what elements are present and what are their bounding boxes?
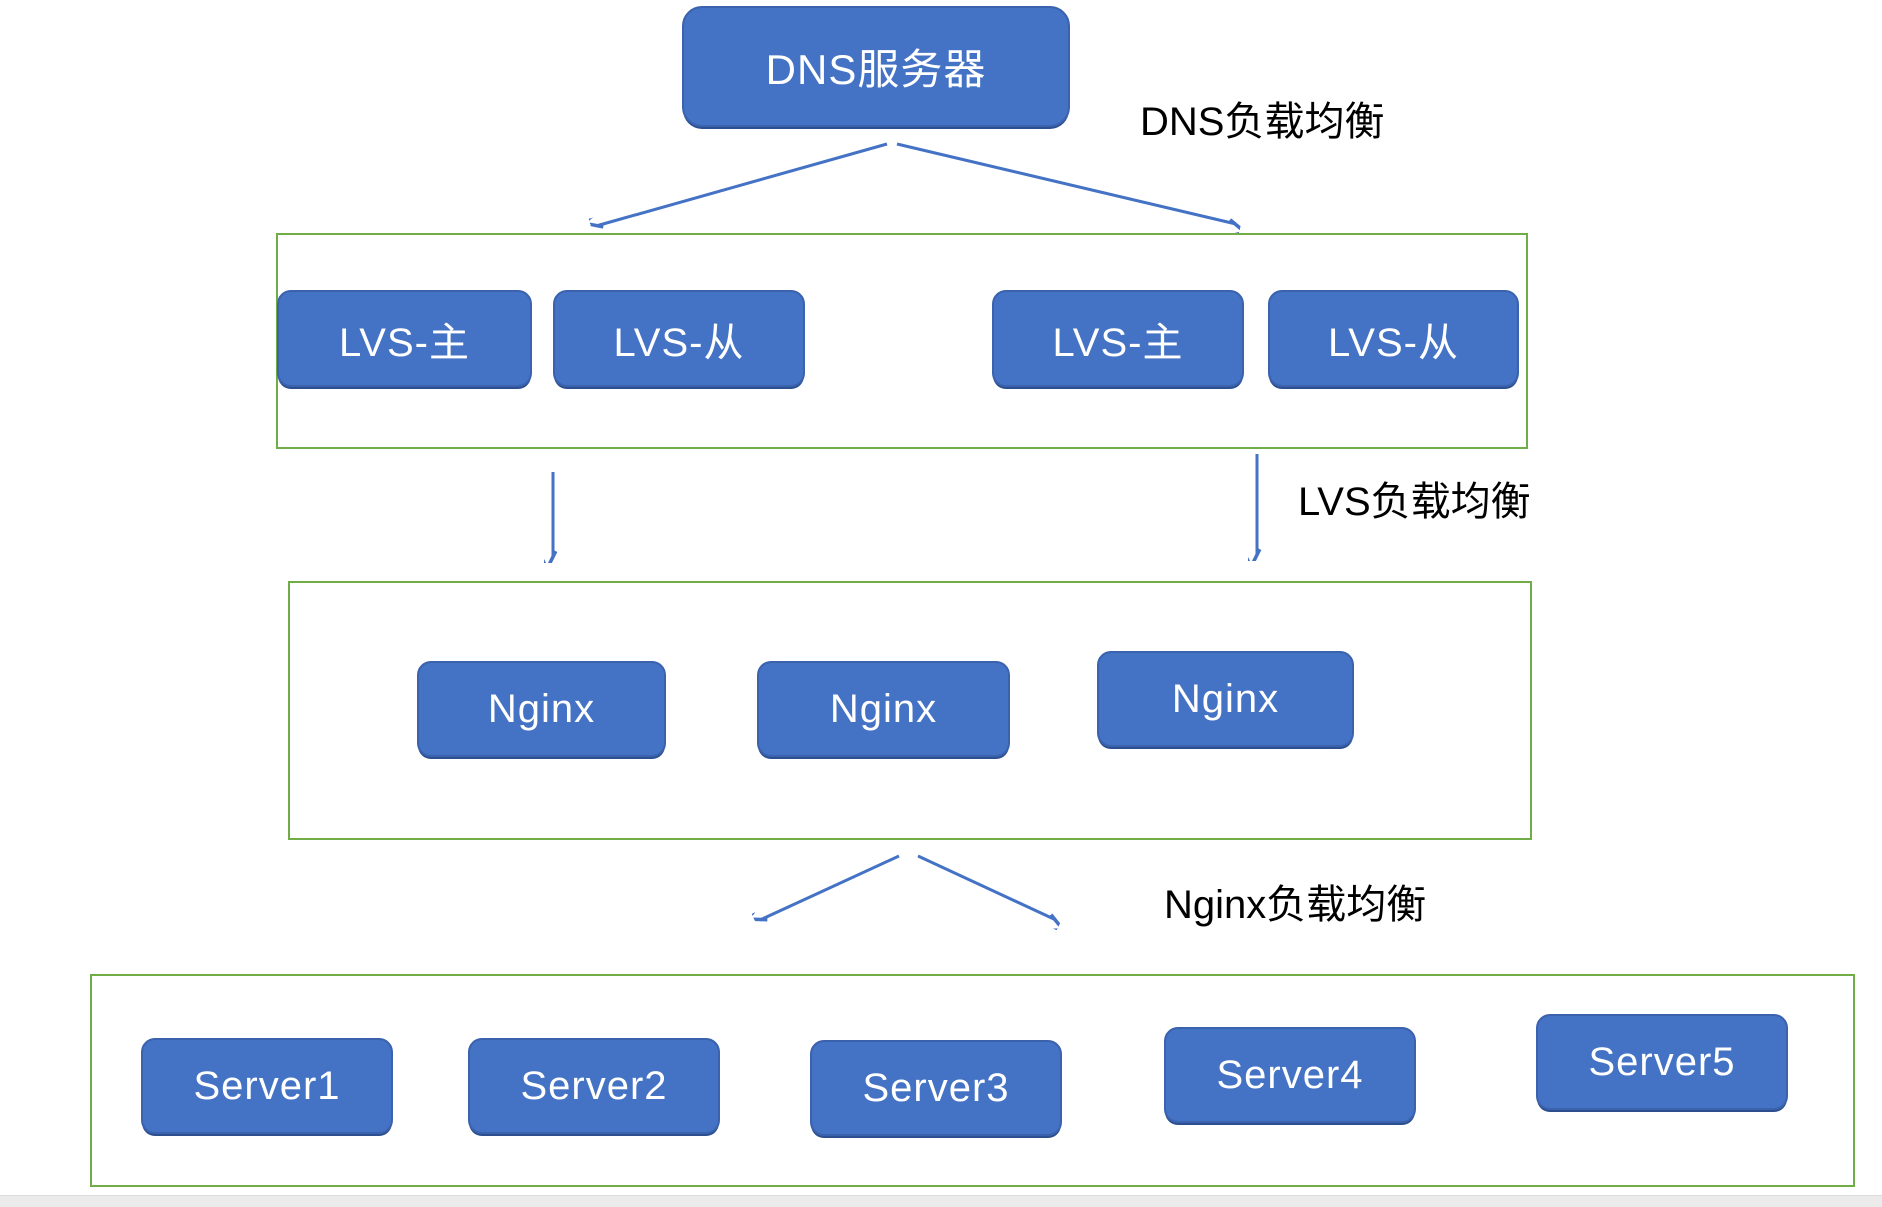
- lvs-load-balancing-label: LVS负载均衡: [1298, 480, 1531, 524]
- nginx-node-1: Nginx: [417, 661, 666, 757]
- server-tier-container: [90, 974, 1855, 1187]
- nginx-tier-container: [288, 581, 1532, 840]
- dns-to-lvs-right-arrow: [896, 142, 1236, 224]
- server1-node: Server1: [141, 1038, 393, 1134]
- dns-load-balancing-label: DNS负载均衡: [1140, 100, 1385, 144]
- lvs-master-node-2: LVS-主: [992, 290, 1244, 387]
- server3-node: Server3: [810, 1040, 1062, 1136]
- server2-node: Server2: [468, 1038, 720, 1134]
- nginx-load-balancing-label: Nginx负载均衡: [1164, 883, 1427, 927]
- server4-node: Server4: [1164, 1027, 1416, 1123]
- nginx-node-3: Nginx: [1097, 651, 1354, 747]
- server5-node: Server5: [1536, 1014, 1788, 1110]
- lvs-slave-node-2: LVS-从: [1268, 290, 1519, 387]
- dns-server-node: DNS服务器: [682, 6, 1070, 127]
- nginx-to-server-right-arrow: [917, 854, 1056, 920]
- lvs-master-node-1: LVS-主: [277, 290, 532, 387]
- horizontal-scrollbar-track[interactable]: [0, 1195, 1882, 1207]
- nginx-node-2: Nginx: [757, 661, 1010, 757]
- nginx-to-server-left-arrow: [760, 854, 900, 920]
- dns-to-lvs-left-arrow: [596, 142, 888, 226]
- lvs-slave-node-1: LVS-从: [553, 290, 805, 387]
